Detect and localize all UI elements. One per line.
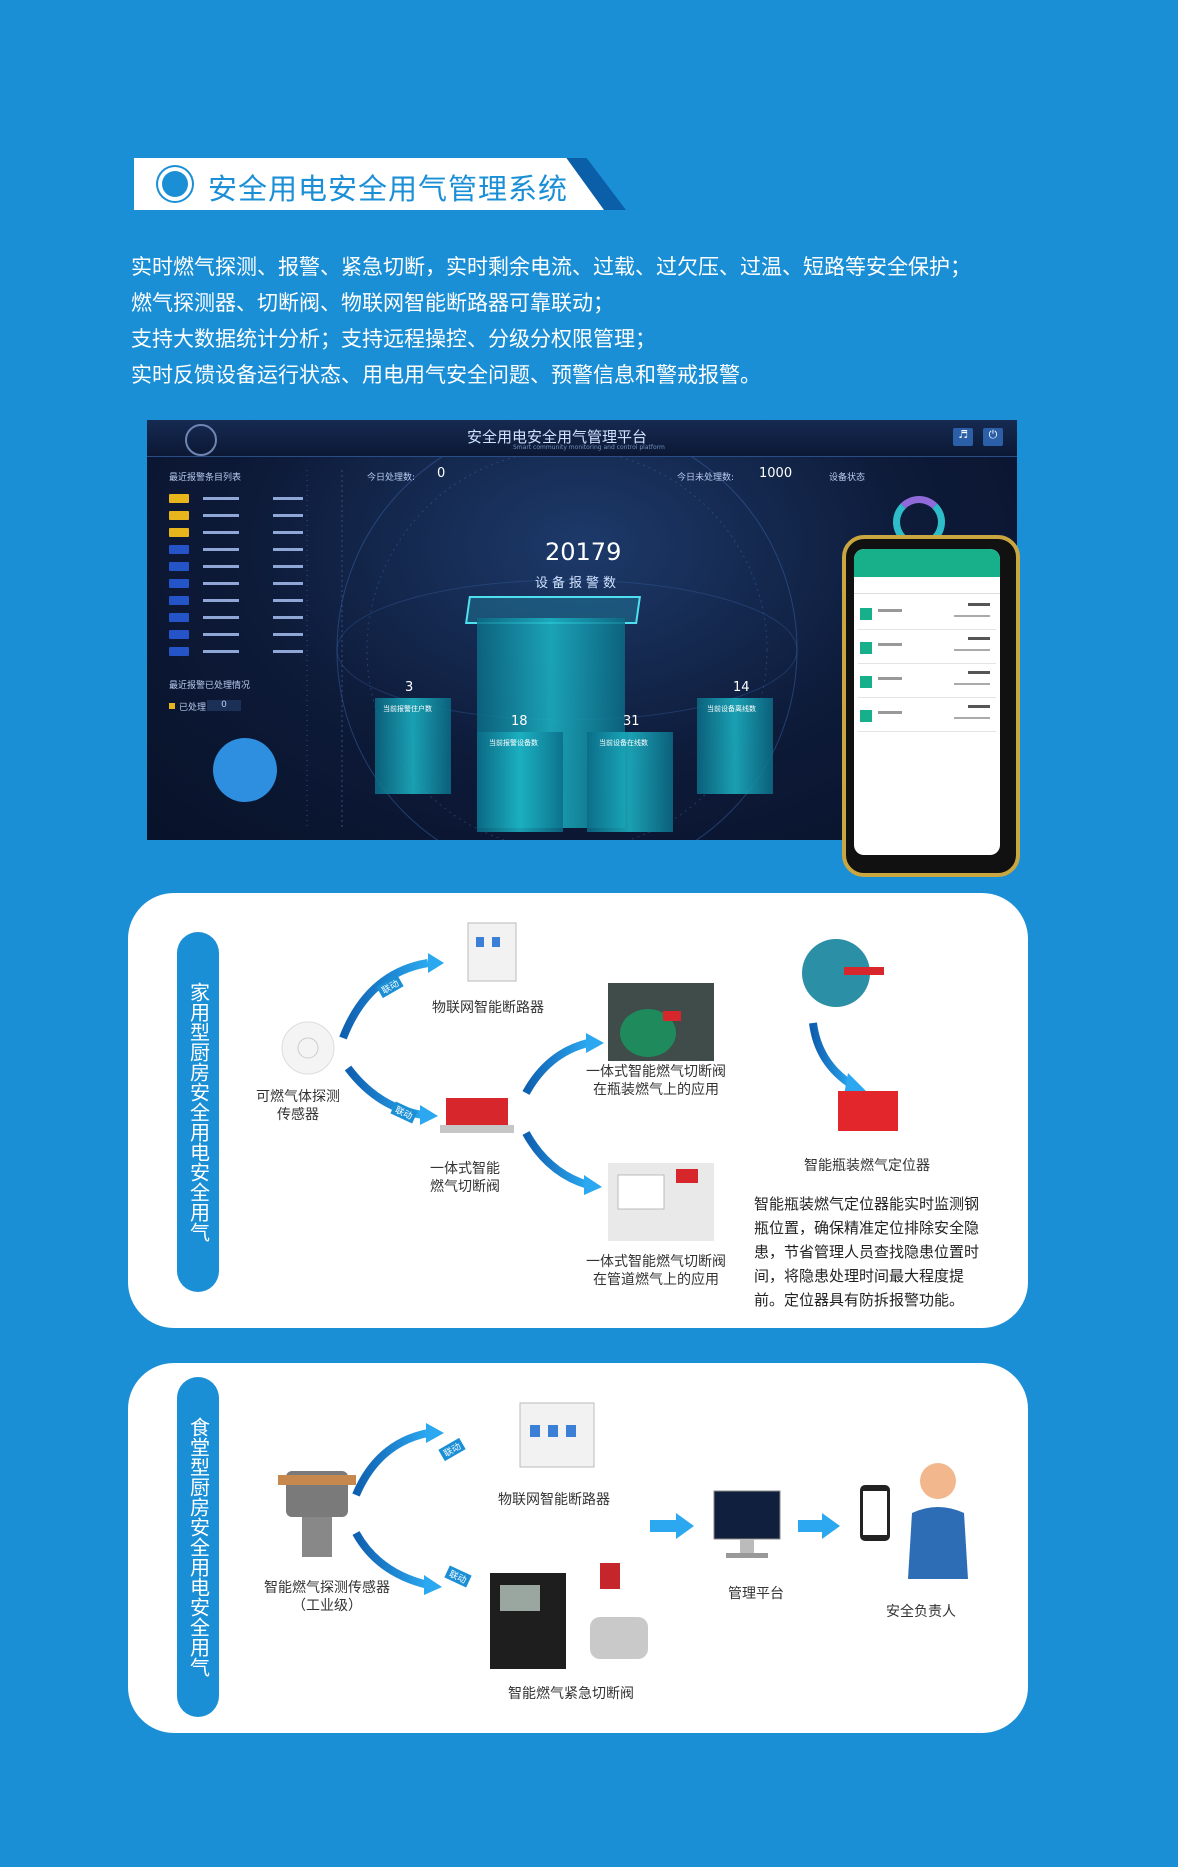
phone-screen — [854, 549, 1000, 855]
laurel-logo-icon — [185, 424, 217, 456]
platform-caption: 管理平台 — [728, 1586, 784, 1602]
phone-tabs[interactable] — [854, 577, 1000, 594]
alarm-row[interactable] — [169, 596, 319, 606]
alarm-row[interactable] — [169, 647, 319, 657]
pillar-label: 当前报警设备数 — [489, 739, 538, 747]
intro-line: 燃气探测器、切断阀、物联网智能断路器可靠联动； — [131, 291, 614, 315]
intro-line: 实时燃气探测、报警、紧急切断，实时剩余电流、过载、过欠压、过温、短路等安全保护； — [131, 255, 971, 279]
bullet-icon — [162, 171, 188, 197]
alarm-row[interactable] — [169, 528, 319, 538]
locator-device-image — [838, 1091, 898, 1131]
arrow-up — [352, 1429, 429, 1497]
locator-caption: 智能瓶装燃气定位器 — [804, 1158, 930, 1174]
locator-description: 智能瓶装燃气定位器能实时监测钢 瓶位置，确保精准定位排除安全隐 患，节省管理人员… — [754, 1192, 979, 1312]
locator-photo — [802, 939, 870, 1007]
arrow-down — [352, 1531, 429, 1589]
pillar — [697, 698, 773, 794]
valve-image — [446, 1098, 508, 1128]
pillar-label: 当前设备离线数 — [707, 705, 756, 713]
alarm-row[interactable] — [169, 630, 319, 640]
pillar — [587, 732, 673, 832]
pillar-label: 当前设备在线数 — [599, 739, 648, 747]
arrow-down — [522, 1131, 590, 1189]
legend-swatch — [169, 703, 175, 709]
arrow-right — [650, 1513, 694, 1539]
today-unprocessed-value: 1000 — [759, 466, 793, 481]
pillar — [375, 698, 451, 794]
phone-mockup — [842, 535, 1020, 877]
dashboard-topbar — [147, 420, 1017, 457]
person-caption: 安全负责人 — [886, 1604, 956, 1620]
valve-caption: 智能燃气紧急切断阀 — [508, 1686, 634, 1702]
pillar-value: 31 — [623, 714, 640, 729]
arrow-down — [344, 1065, 424, 1119]
pillar-value: 18 — [511, 714, 528, 729]
total-alarms-label: 设备报警数 — [535, 576, 621, 591]
list-item[interactable] — [858, 701, 996, 732]
alarm-row[interactable] — [169, 613, 319, 623]
arrow-down — [809, 1022, 855, 1089]
locator-desc-line: 间，将隐患处理时间最大程度提 — [754, 1267, 965, 1285]
handled-pie — [213, 738, 277, 802]
handled-label: 已处理 — [179, 703, 207, 713]
total-alarms: 20179 — [545, 538, 622, 566]
power-button[interactable]: ⏻ — [983, 428, 1003, 446]
breaker-caption: 物联网智能断路器 — [498, 1492, 610, 1508]
sensor-caption: 智能燃气探测传感器 （工业级） — [264, 1580, 390, 1614]
alarm-row[interactable] — [169, 562, 319, 572]
locator-desc-line: 智能瓶装燃气定位器能实时监测钢 — [754, 1195, 980, 1213]
title-banner: 安全用电安全用气管理系统 — [134, 158, 604, 210]
locator-desc-line: 患，节省管理人员查找隐患位置时 — [754, 1243, 980, 1261]
today-unprocessed-label: 今日未处理数: — [677, 473, 735, 483]
breaker-caption: 物联网智能断路器 — [432, 1000, 544, 1016]
canteen-kitchen-label: 食堂型厨房安全用电安全用气 — [177, 1377, 219, 1717]
alarm-row[interactable] — [169, 511, 319, 521]
home-flow-diagram — [281, 922, 898, 1241]
platform-subtitle: Smart community monitoring and control p… — [513, 444, 665, 451]
alarm-row[interactable] — [169, 545, 319, 555]
today-processed-label: 今日处理数: — [367, 473, 416, 483]
intro-line: 支持大数据统计分析；支持远程操控、分级分权限管理； — [131, 327, 656, 351]
pipe-application-caption: 一体式智能燃气切断阀 在管道燃气上的应用 — [586, 1254, 726, 1288]
intro-text: 实时燃气探测、报警、紧急切断，实时剩余电流、过载、过欠压、过温、短路等安全保护；… — [131, 249, 971, 393]
platform-title: 安全用电安全用气管理平台 — [467, 428, 648, 446]
pillar-value: 3 — [405, 680, 414, 695]
list-item[interactable] — [858, 599, 996, 630]
list-item[interactable] — [858, 667, 996, 698]
arrow-right — [798, 1513, 840, 1539]
handled-value: 0 — [207, 700, 241, 711]
alarm-row[interactable] — [169, 494, 319, 504]
recent-handled-title: 最近报警已处理情况 — [169, 681, 251, 691]
gas-sensor-image — [281, 1021, 335, 1075]
alarm-list-title: 最近报警条目列表 — [169, 473, 242, 483]
alarm-row[interactable] — [169, 579, 319, 589]
management-platform-image — [713, 1490, 781, 1540]
today-processed-value: 0 — [437, 466, 446, 481]
pillar-label: 当前报警住户数 — [383, 705, 432, 713]
sensor-caption: 可燃气体探测 传感器 — [256, 1089, 340, 1123]
canteen-flow-diagram — [278, 1402, 968, 1669]
bottle-application-caption: 一体式智能燃气切断阀 在瓶装燃气上的应用 — [586, 1064, 726, 1098]
safety-officer-image — [920, 1463, 956, 1499]
breaker-image — [467, 922, 517, 982]
intro-line: 实时反馈设备运行状态、用电用气安全问题、预警信息和警戒报警。 — [131, 363, 761, 387]
list-item[interactable] — [858, 633, 996, 664]
arrow-up — [522, 1039, 590, 1095]
arrow-up — [339, 959, 429, 1040]
device-status-label: 设备状态 — [829, 473, 866, 483]
sound-button[interactable]: ♬ — [953, 428, 973, 446]
locator-desc-line: 瓶位置，确保精准定位排除安全隐 — [754, 1219, 980, 1237]
section-title: 安全用电安全用气管理系统 — [208, 172, 569, 206]
locator-desc-line: 前。定位器具有防拆报警功能。 — [754, 1291, 965, 1309]
valve-caption: 一体式智能 燃气切断阀 — [430, 1161, 500, 1195]
pillar — [477, 732, 563, 832]
emergency-valve-image — [600, 1563, 620, 1589]
pillar-value: 14 — [733, 680, 750, 695]
home-kitchen-label: 家用型厨房安全用电安全用气 — [177, 932, 219, 1292]
phone-header — [854, 549, 1000, 577]
